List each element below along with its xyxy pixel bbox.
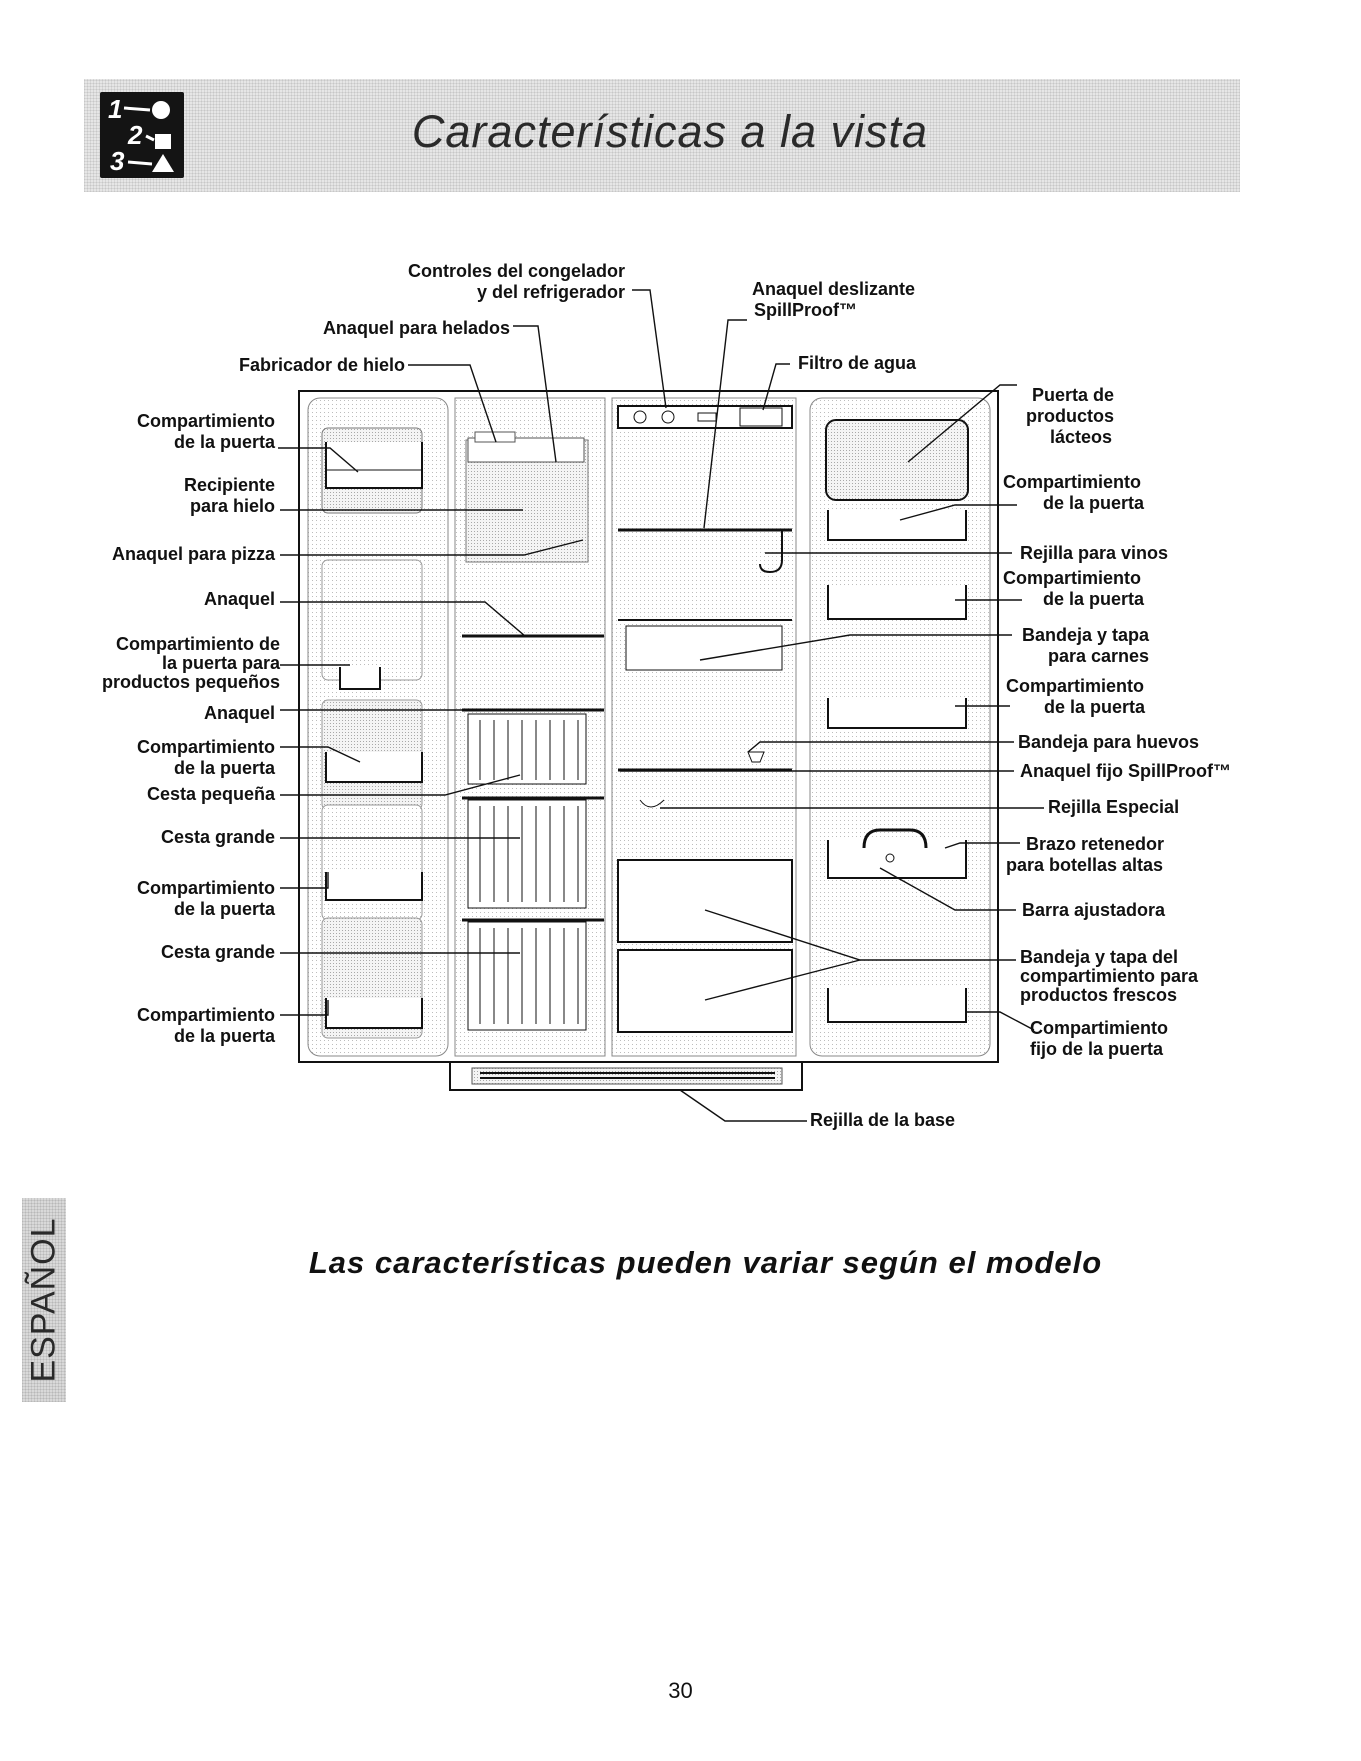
label-anaquel-pizza: Anaquel para pizza [111,544,275,564]
label-rejilla-base: Rejilla de la base [810,1110,956,1130]
label-cesta-pequena: Cesta pequeña [146,784,275,804]
label-cesta-grande-2: Cesta grande [160,942,275,962]
step-number-2: 2 [128,120,143,150]
steps-shapes-icon [123,101,174,172]
label-rejilla-vinos: Rejilla para vinos [1020,543,1169,563]
fresh-food-compartment [611,397,797,1057]
label-bandeja-huevos: Bandeja para huevos [1018,732,1200,752]
label-anaquel-fijo: Anaquel fijo SpillProof™ [1020,761,1231,781]
freezer-door [307,397,449,1057]
step-number-1: 1 [108,94,123,124]
label-anaquel-2: Anaquel [203,703,275,723]
step-number-3: 3 [110,146,125,176]
label-anaquel-helados: Anaquel para helados [322,318,510,338]
language-tab: ESPAÑOL [22,1198,66,1402]
label-rejilla-especial: Rejilla Especial [1048,797,1180,817]
page-title: Características a la vista [411,106,929,157]
label-puerta-lacteos: Puerta de productos lácteos [1026,385,1115,447]
freezer-compartment [454,397,606,1057]
model-note: Las características pueden variar según … [308,1245,1103,1280]
label-barra-ajustadora: Barra ajustadora [1022,900,1166,920]
label-anaquel-1: Anaquel [203,589,275,609]
steps-icon: 1 2 3 [100,92,184,178]
label-anaquel-deslizante: Anaquel deslizante SpillProof™ [752,279,916,320]
label-cesta-grande-1: Cesta grande [160,827,275,847]
fresh-food-door [809,397,991,1057]
header-band [84,79,1240,192]
label-filtro-agua: Filtro de agua [798,353,917,373]
label-controles: Controles del congelador y del refrigera… [407,261,625,302]
language-tab-label: ESPAÑOL [24,1217,63,1383]
label-fabricador-hielo: Fabricador de hielo [238,355,405,375]
leader-lines [278,289,1044,1122]
base-grille [471,1067,783,1085]
page-number: 30 [668,1678,693,1703]
